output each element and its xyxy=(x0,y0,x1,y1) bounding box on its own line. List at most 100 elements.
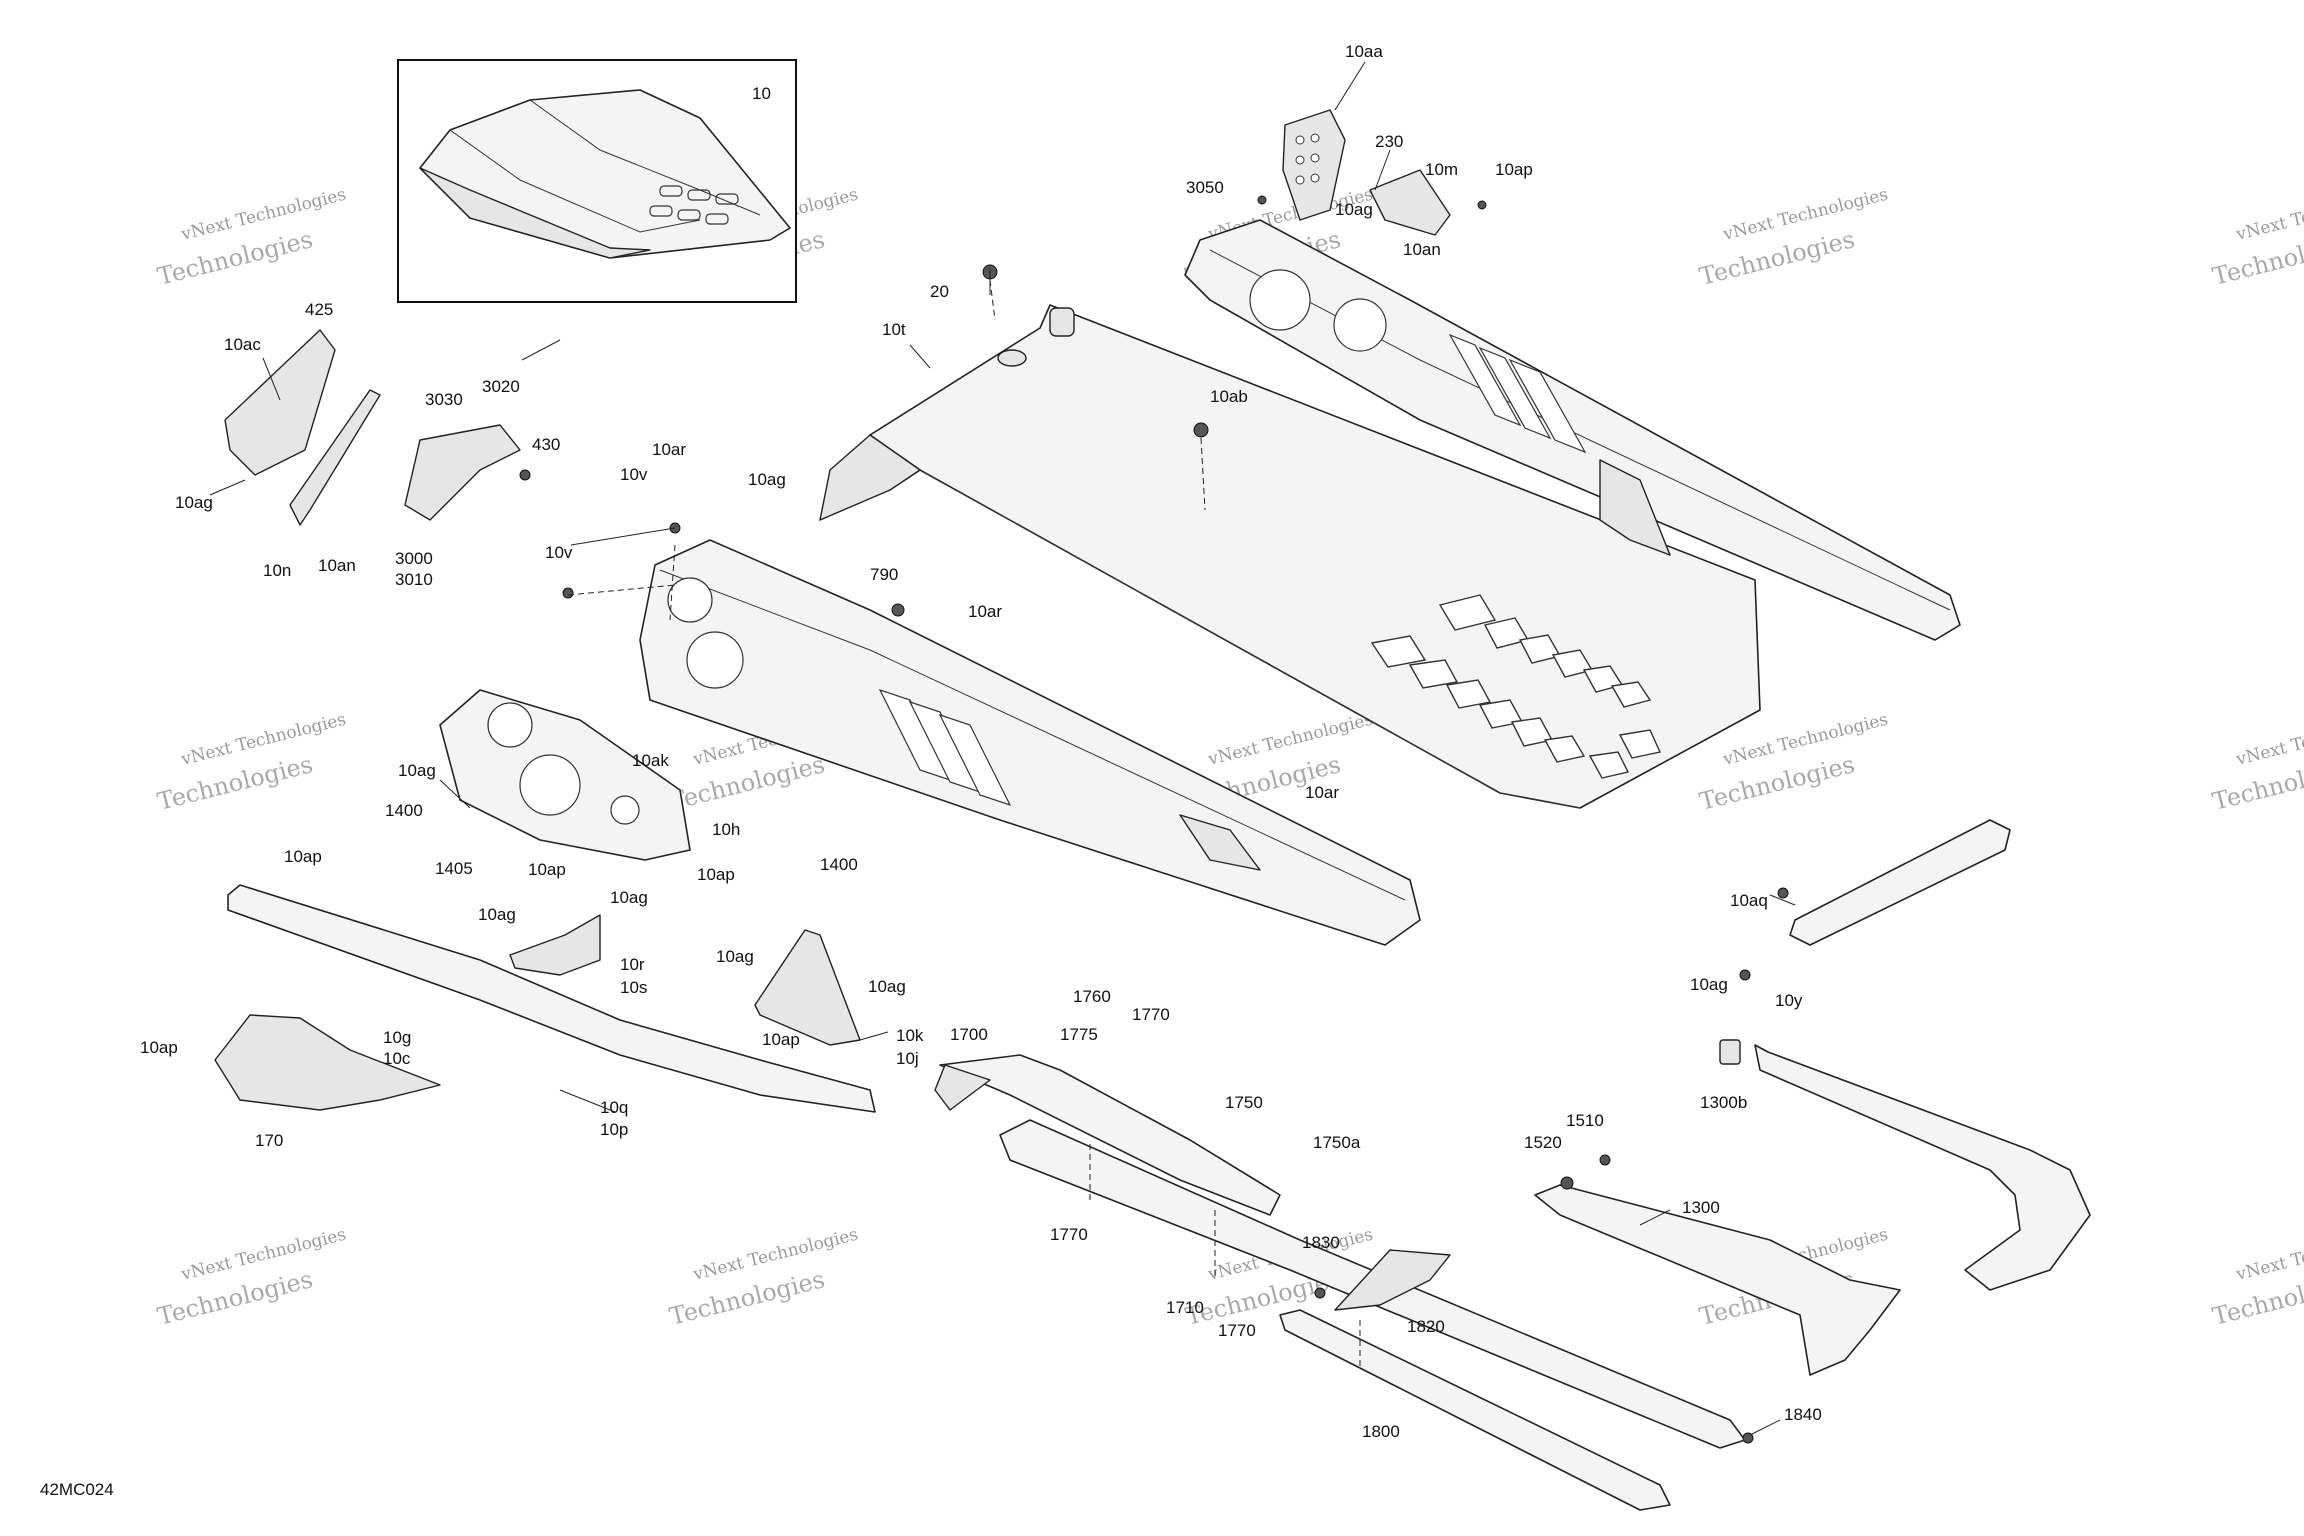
left-strip-10n xyxy=(289,389,381,526)
callout: 10ap xyxy=(697,865,735,884)
front-side-plate xyxy=(439,689,691,861)
callout: 1800 xyxy=(1362,1422,1400,1441)
callout: 1300b xyxy=(1700,1093,1747,1112)
callout: 10ap xyxy=(284,847,322,866)
callout: 10ag xyxy=(610,888,648,907)
callout: 10ak xyxy=(632,751,669,770)
hardware-bolts xyxy=(519,195,1789,1444)
left-bracket-3000 xyxy=(404,424,521,521)
svg-text:Technologies: Technologies xyxy=(155,1265,316,1331)
callout: 10ag xyxy=(478,905,516,924)
callout: 10ar xyxy=(652,440,686,459)
callout: 425 xyxy=(305,300,333,319)
callout: 10ag xyxy=(398,761,436,780)
callout: 10q xyxy=(600,1098,628,1117)
rear-bracket-10m xyxy=(1369,169,1451,236)
svg-text:Technologies: Technologies xyxy=(667,750,828,816)
crossmember-1820 xyxy=(1334,1249,1451,1311)
callout: 1770 xyxy=(1050,1225,1088,1244)
left-bracket-10ac xyxy=(224,329,336,476)
callout: 1400 xyxy=(820,855,858,874)
svg-text:vNext Technologies: vNext Technologies xyxy=(2233,1225,2304,1286)
callout: 10v xyxy=(545,543,573,562)
callout: 3020 xyxy=(482,377,520,396)
callout: 1300 xyxy=(1682,1198,1720,1217)
callout: 10h xyxy=(712,820,740,839)
callout: 1405 xyxy=(435,859,473,878)
callout: 1775 xyxy=(1060,1025,1098,1044)
inset-label: 10 xyxy=(752,84,771,103)
callout: 1820 xyxy=(1407,1317,1445,1336)
callout: 3000 xyxy=(395,549,433,568)
callout: 10y xyxy=(1775,991,1803,1010)
callout: 10ag xyxy=(868,977,906,996)
rear-bracket-10aa xyxy=(1282,109,1346,221)
callout: 10ap xyxy=(528,860,566,879)
callout: 10ap xyxy=(762,1030,800,1049)
callout-leaders xyxy=(209,61,1796,1436)
callout: 10ab xyxy=(1210,387,1248,406)
callout: 10n xyxy=(263,561,291,580)
skid-plate-10g xyxy=(214,1014,441,1111)
upper-right-side-rail xyxy=(1184,219,1961,641)
tunnel-cutouts xyxy=(1370,594,1661,779)
callout: 1700 xyxy=(950,1025,988,1044)
inset-chassis-drawing xyxy=(419,89,791,259)
callout-labels: 10aa 230 10m 10ap 3050 10ag 10an 20 10t … xyxy=(140,42,1822,1441)
callout: 10ag xyxy=(716,947,754,966)
callout: 170 xyxy=(255,1131,283,1150)
callout: 10ag xyxy=(1335,200,1373,219)
svg-text:Technologies: Technologies xyxy=(1697,225,1858,291)
callout: 10an xyxy=(318,556,356,575)
callout: 1520 xyxy=(1524,1133,1562,1152)
support-bar-1300 xyxy=(1534,1039,2091,1376)
svg-text:Technologies: Technologies xyxy=(155,225,316,291)
running-board-1800 xyxy=(1279,1309,1671,1511)
front-bumper-10q xyxy=(227,884,876,1113)
callout: 10m xyxy=(1425,160,1458,179)
assembly-lines xyxy=(567,279,1361,1370)
callout: 790 xyxy=(870,565,898,584)
callout: 10j xyxy=(896,1049,919,1068)
callout: 3010 xyxy=(395,570,433,589)
callout: 1710 xyxy=(1166,1298,1204,1317)
callout: 10ar xyxy=(1305,783,1339,802)
right-front-bracket-10y xyxy=(1789,819,2011,946)
callout: 10c xyxy=(383,1049,411,1068)
drawing-code: 42MC024 xyxy=(40,1480,114,1499)
callout: 10aa xyxy=(1345,42,1383,61)
callout: 1770 xyxy=(1218,1321,1256,1340)
bracket-10k xyxy=(754,929,861,1046)
callout: 10v xyxy=(620,465,648,484)
callout: 10t xyxy=(882,320,906,339)
callout: 10ap xyxy=(1495,160,1533,179)
callout: 1750 xyxy=(1225,1093,1263,1112)
callout: 1510 xyxy=(1566,1111,1604,1130)
callout: 3050 xyxy=(1186,178,1224,197)
callout: 430 xyxy=(532,435,560,454)
callout: 1400 xyxy=(385,801,423,820)
running-board-1750 xyxy=(934,1054,1281,1216)
callout: 20 xyxy=(930,282,949,301)
bracket-10r xyxy=(509,914,601,976)
svg-text:vNext Technologies: vNext Technologies xyxy=(2233,185,2304,246)
callout: 10g xyxy=(383,1028,411,1047)
callout: 3030 xyxy=(425,390,463,409)
tunnel-panel xyxy=(819,304,1761,809)
callout: 1760 xyxy=(1073,987,1111,1006)
callout: 10ag xyxy=(748,470,786,489)
svg-text:Technologies: Technologies xyxy=(155,750,316,816)
callout: 10ap xyxy=(140,1038,178,1057)
callout: 1770 xyxy=(1132,1005,1170,1024)
callout: 10p xyxy=(600,1120,628,1139)
inset-assembly-box: 10 xyxy=(397,59,797,303)
svg-text:Technologies: Technologies xyxy=(1697,750,1858,816)
callout: 10aq xyxy=(1730,891,1768,910)
